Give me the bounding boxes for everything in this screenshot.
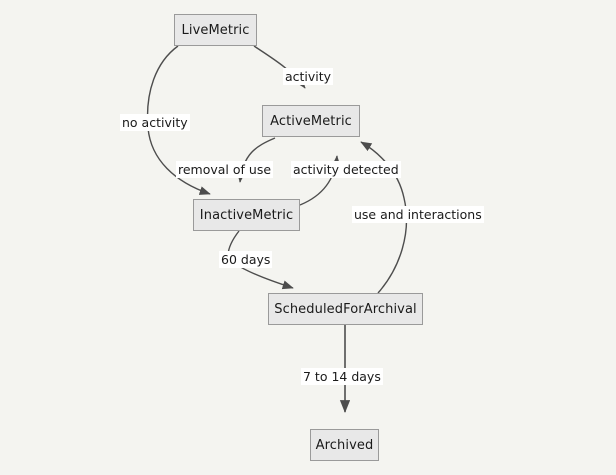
edge-label-activity: activity — [283, 68, 334, 85]
edge-label-no-activity: no activity — [120, 114, 190, 131]
state-node-livemetric[interactable]: LiveMetric — [174, 14, 257, 46]
edge-label-7-to-14-days: 7 to 14 days — [301, 368, 383, 385]
state-node-archived[interactable]: Archived — [310, 429, 379, 461]
state-node-label: ScheduledForArchival — [274, 301, 417, 317]
edge-label-removal-of-use: removal of use — [176, 161, 274, 178]
state-node-label: Archived — [315, 437, 374, 453]
state-node-inactivemetric[interactable]: InactiveMetric — [193, 199, 300, 231]
edge-label-activity-detected: activity detected — [291, 161, 401, 178]
state-node-label: LiveMetric — [181, 22, 250, 38]
edge-scheduled-to-active — [360, 141, 408, 294]
edge-label-use-and-interactions: use and interactions — [352, 206, 484, 223]
state-node-activemetric[interactable]: ActiveMetric — [262, 105, 360, 137]
state-node-scheduledforarchival[interactable]: ScheduledForArchival — [268, 293, 423, 325]
edge-label-60-days: 60 days — [219, 251, 273, 268]
state-node-label: ActiveMetric — [270, 113, 352, 129]
state-node-label: InactiveMetric — [199, 207, 294, 223]
